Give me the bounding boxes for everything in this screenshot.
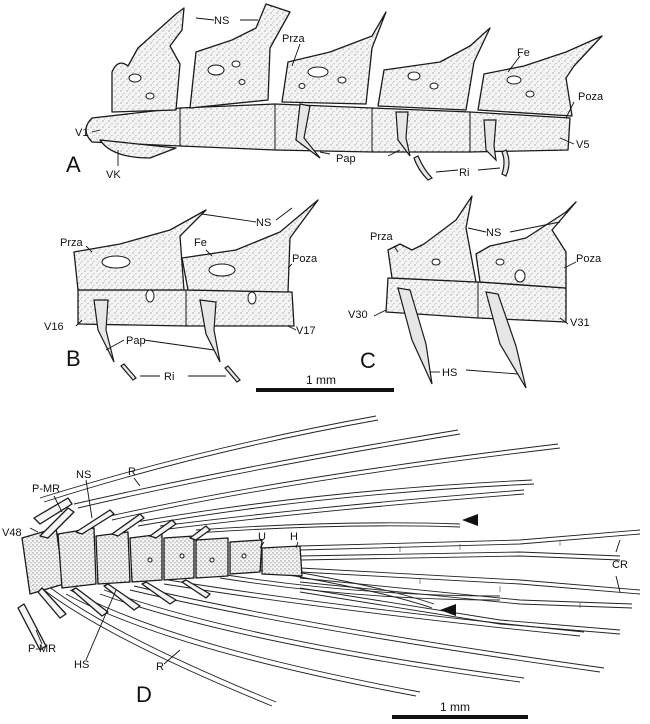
label-ns-b: NS — [256, 217, 271, 229]
label-u: U — [258, 531, 266, 543]
label-prza-c: Prza — [370, 231, 394, 243]
label-vk: VK — [106, 169, 121, 181]
label-hs-d: HS — [74, 659, 89, 671]
label-v30: V30 — [348, 309, 368, 321]
scale-bar-upper: 1 mm — [256, 373, 394, 392]
panel-label-d: D — [136, 682, 152, 707]
arrowhead-lower — [440, 604, 456, 616]
scale-label-lower: 1 mm — [440, 700, 470, 714]
label-ri-b: Ri — [164, 371, 174, 383]
label-pmr-lower: P-MR — [28, 643, 56, 655]
parapophysis-a3 — [483, 119, 497, 162]
scale-bar-lower: 1 mm — [392, 700, 528, 719]
label-v1: V1 — [75, 127, 88, 139]
panel-c: NS Prza Poza V30 V31 HS C — [348, 195, 602, 389]
panel-a: NS Prza Fe Poza V1 V5 VK Pap Ri A — [66, 3, 604, 181]
scale-label-upper: 1 mm — [306, 373, 336, 387]
label-prza-a: Prza — [282, 33, 306, 45]
rib-b2 — [224, 365, 241, 383]
label-pmr-upper: P-MR — [32, 483, 60, 495]
parapophysis-a1 — [295, 103, 321, 159]
label-pap-b: Pap — [126, 335, 146, 347]
label-v5: V5 — [576, 139, 589, 151]
label-hs-c: HS — [442, 367, 457, 379]
haemal-spine-c1 — [397, 287, 433, 385]
label-r-upper: R — [128, 466, 136, 478]
arrowhead-upper — [462, 514, 478, 526]
panel-label-c: C — [360, 348, 376, 373]
panel-d: R P-MR NS V48 U H CR P-MR HS R D — [2, 415, 641, 707]
label-v48: V48 — [2, 527, 22, 539]
caudal-rays-principal — [299, 529, 641, 635]
parapophysis-b1 — [93, 299, 115, 363]
pmr-upper-element — [33, 497, 73, 525]
haemal-spine-c2 — [485, 291, 527, 389]
label-poza-b: Poza — [292, 253, 318, 265]
rib-a2 — [501, 149, 510, 177]
rib-b1 — [120, 363, 137, 381]
terminal-vertebrae — [21, 527, 303, 595]
label-v17: V17 — [296, 325, 316, 337]
panel-label-a: A — [66, 152, 81, 177]
label-v31: V31 — [570, 317, 590, 329]
label-v16: V16 — [44, 321, 64, 333]
label-prza-b: Prza — [60, 237, 84, 249]
label-h: H — [290, 531, 298, 543]
panel-b: NS Prza Fe Poza V16 V17 Pap Ri B — [44, 199, 319, 383]
label-r-lower: R — [156, 661, 164, 673]
parapophysis-a2 — [395, 111, 411, 157]
label-fe-a: Fe — [517, 47, 530, 59]
pmr-lower-element — [17, 603, 47, 651]
rib-a1 — [413, 155, 434, 181]
label-ri-a: Ri — [459, 167, 469, 179]
label-fe-b: Fe — [194, 237, 207, 249]
caudal-spines — [17, 497, 211, 651]
label-poza-c: Poza — [576, 253, 602, 265]
parapophysis-b2 — [199, 299, 221, 363]
label-ns-a: NS — [214, 15, 229, 27]
label-poza-a: Poza — [578, 91, 604, 103]
label-ns-c: NS — [486, 227, 501, 239]
label-cr: CR — [612, 559, 628, 571]
label-pap-a: Pap — [336, 153, 356, 165]
label-ns-d: NS — [76, 469, 91, 481]
panel-label-b: B — [66, 346, 81, 371]
fin-rays-upper — [39, 415, 561, 534]
fin-rays-lower — [43, 565, 605, 707]
